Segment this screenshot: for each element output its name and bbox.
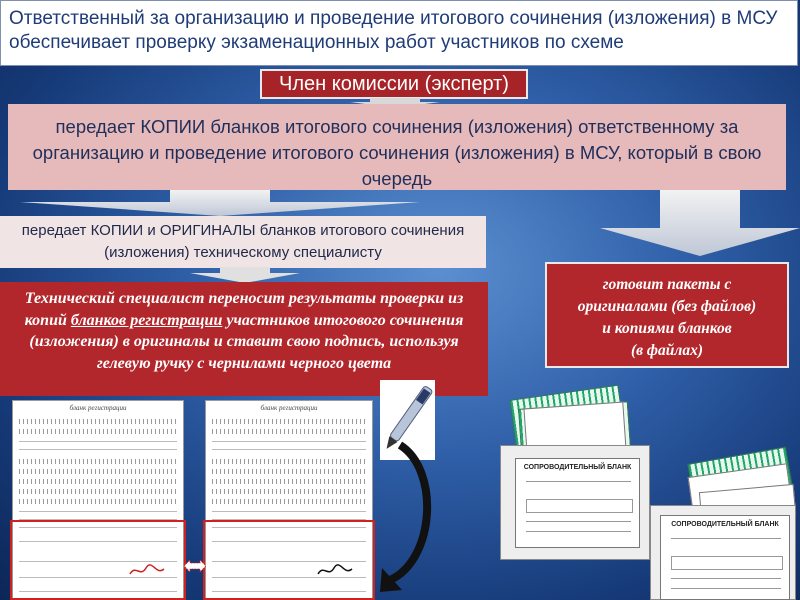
form-title: бланк регистрации — [206, 404, 372, 412]
curved-arrow-icon — [380, 440, 440, 600]
step4-line-2: оригиналами (без файлов) — [555, 296, 779, 318]
highlight-frame — [203, 520, 375, 600]
highlight-frame — [10, 520, 186, 600]
cover-sheet: СОПРОВОДИТЕЛЬНЫЙ БЛАНК — [660, 515, 790, 600]
step2-panel: передает КОПИИ и ОРИГИНАЛЫ бланков итого… — [0, 216, 486, 268]
role-label: Член комиссии (эксперт) — [260, 69, 528, 99]
transfer-arrow-icon — [184, 560, 206, 572]
step4-line-3: и копиями бланков — [555, 318, 779, 340]
step1-panel: передает КОПИИ бланков итогового сочинен… — [8, 104, 786, 190]
form-title: бланк регистрации — [13, 404, 183, 412]
cover-sheet: СОПРОВОДИТЕЛЬНЫЙ БЛАНК — [515, 458, 640, 548]
step4-panel: готовит пакеты с оригиналами (без файлов… — [545, 262, 789, 368]
arrow-down-icon — [190, 267, 300, 283]
cover-sheet-title: СОПРОВОДИТЕЛЬНЫЙ БЛАНК — [661, 521, 789, 528]
registration-form-link[interactable]: бланков регистрации — [71, 312, 222, 329]
cover-sheet-title: СОПРОВОДИТЕЛЬНЫЙ БЛАНК — [516, 464, 639, 471]
page-header: Ответственный за организацию и проведени… — [0, 0, 798, 66]
step4-line-4: (в файлах) — [555, 340, 779, 362]
step4-line-1: готовит пакеты с — [555, 274, 779, 296]
step3-panel: Технический специалист переносит результ… — [0, 282, 488, 396]
